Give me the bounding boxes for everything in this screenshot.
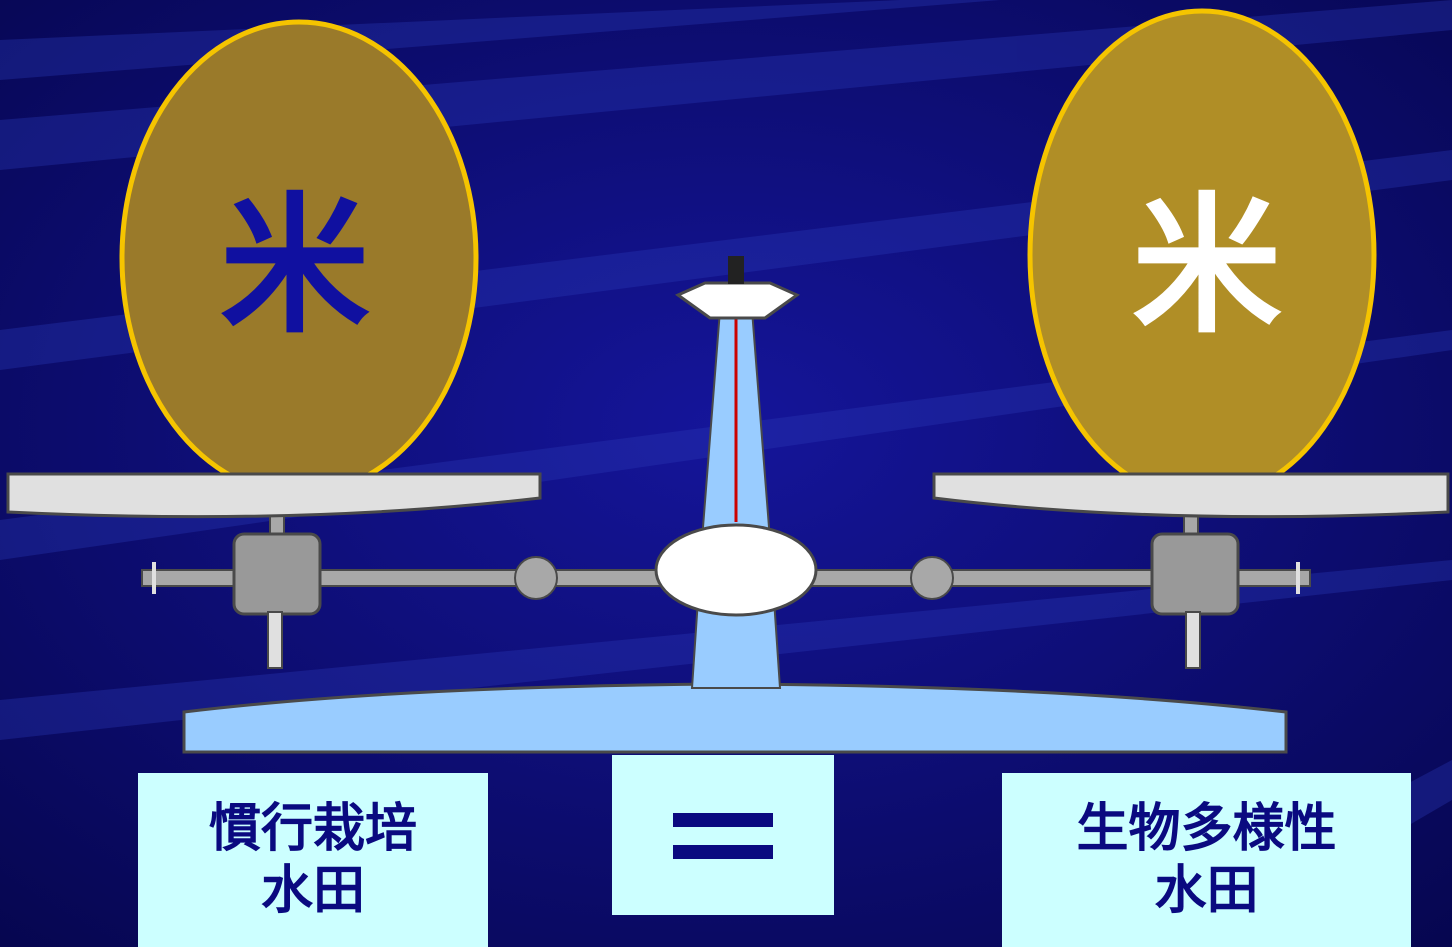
label-conventional-paddy: 慣行栽培 水田 — [138, 773, 488, 947]
pan-leg-left — [267, 611, 283, 669]
scale-pivot — [654, 523, 818, 617]
pan-left — [6, 472, 542, 519]
egg-left-label: 米 — [220, 180, 370, 354]
egg-right-label: 米 — [1132, 180, 1282, 354]
beam-knob-left — [514, 556, 558, 600]
pan-block-left — [232, 532, 322, 616]
egg-right: 米 — [1027, 8, 1377, 502]
pan-right — [932, 472, 1450, 519]
label-right-line1: 生物多様性 — [1076, 798, 1337, 859]
scale-indicator-tip — [728, 256, 744, 284]
label-left-line2: 水田 — [260, 861, 365, 921]
pan-leg-right — [1185, 611, 1201, 669]
scale-indicator-cap — [675, 281, 800, 320]
label-equals: ＝ — [612, 755, 834, 915]
beam-knob-right — [910, 556, 954, 600]
equals-bar-bottom — [673, 845, 773, 859]
equals-bar-top — [673, 813, 773, 827]
label-right-line2: 水田 — [1154, 861, 1259, 921]
egg-left: 米 — [119, 19, 479, 497]
pan-block-right — [1150, 532, 1240, 616]
label-biodiversity-paddy: 生物多様性 水田 — [1002, 773, 1411, 947]
label-left-line1: 慣行栽培 — [208, 798, 417, 859]
